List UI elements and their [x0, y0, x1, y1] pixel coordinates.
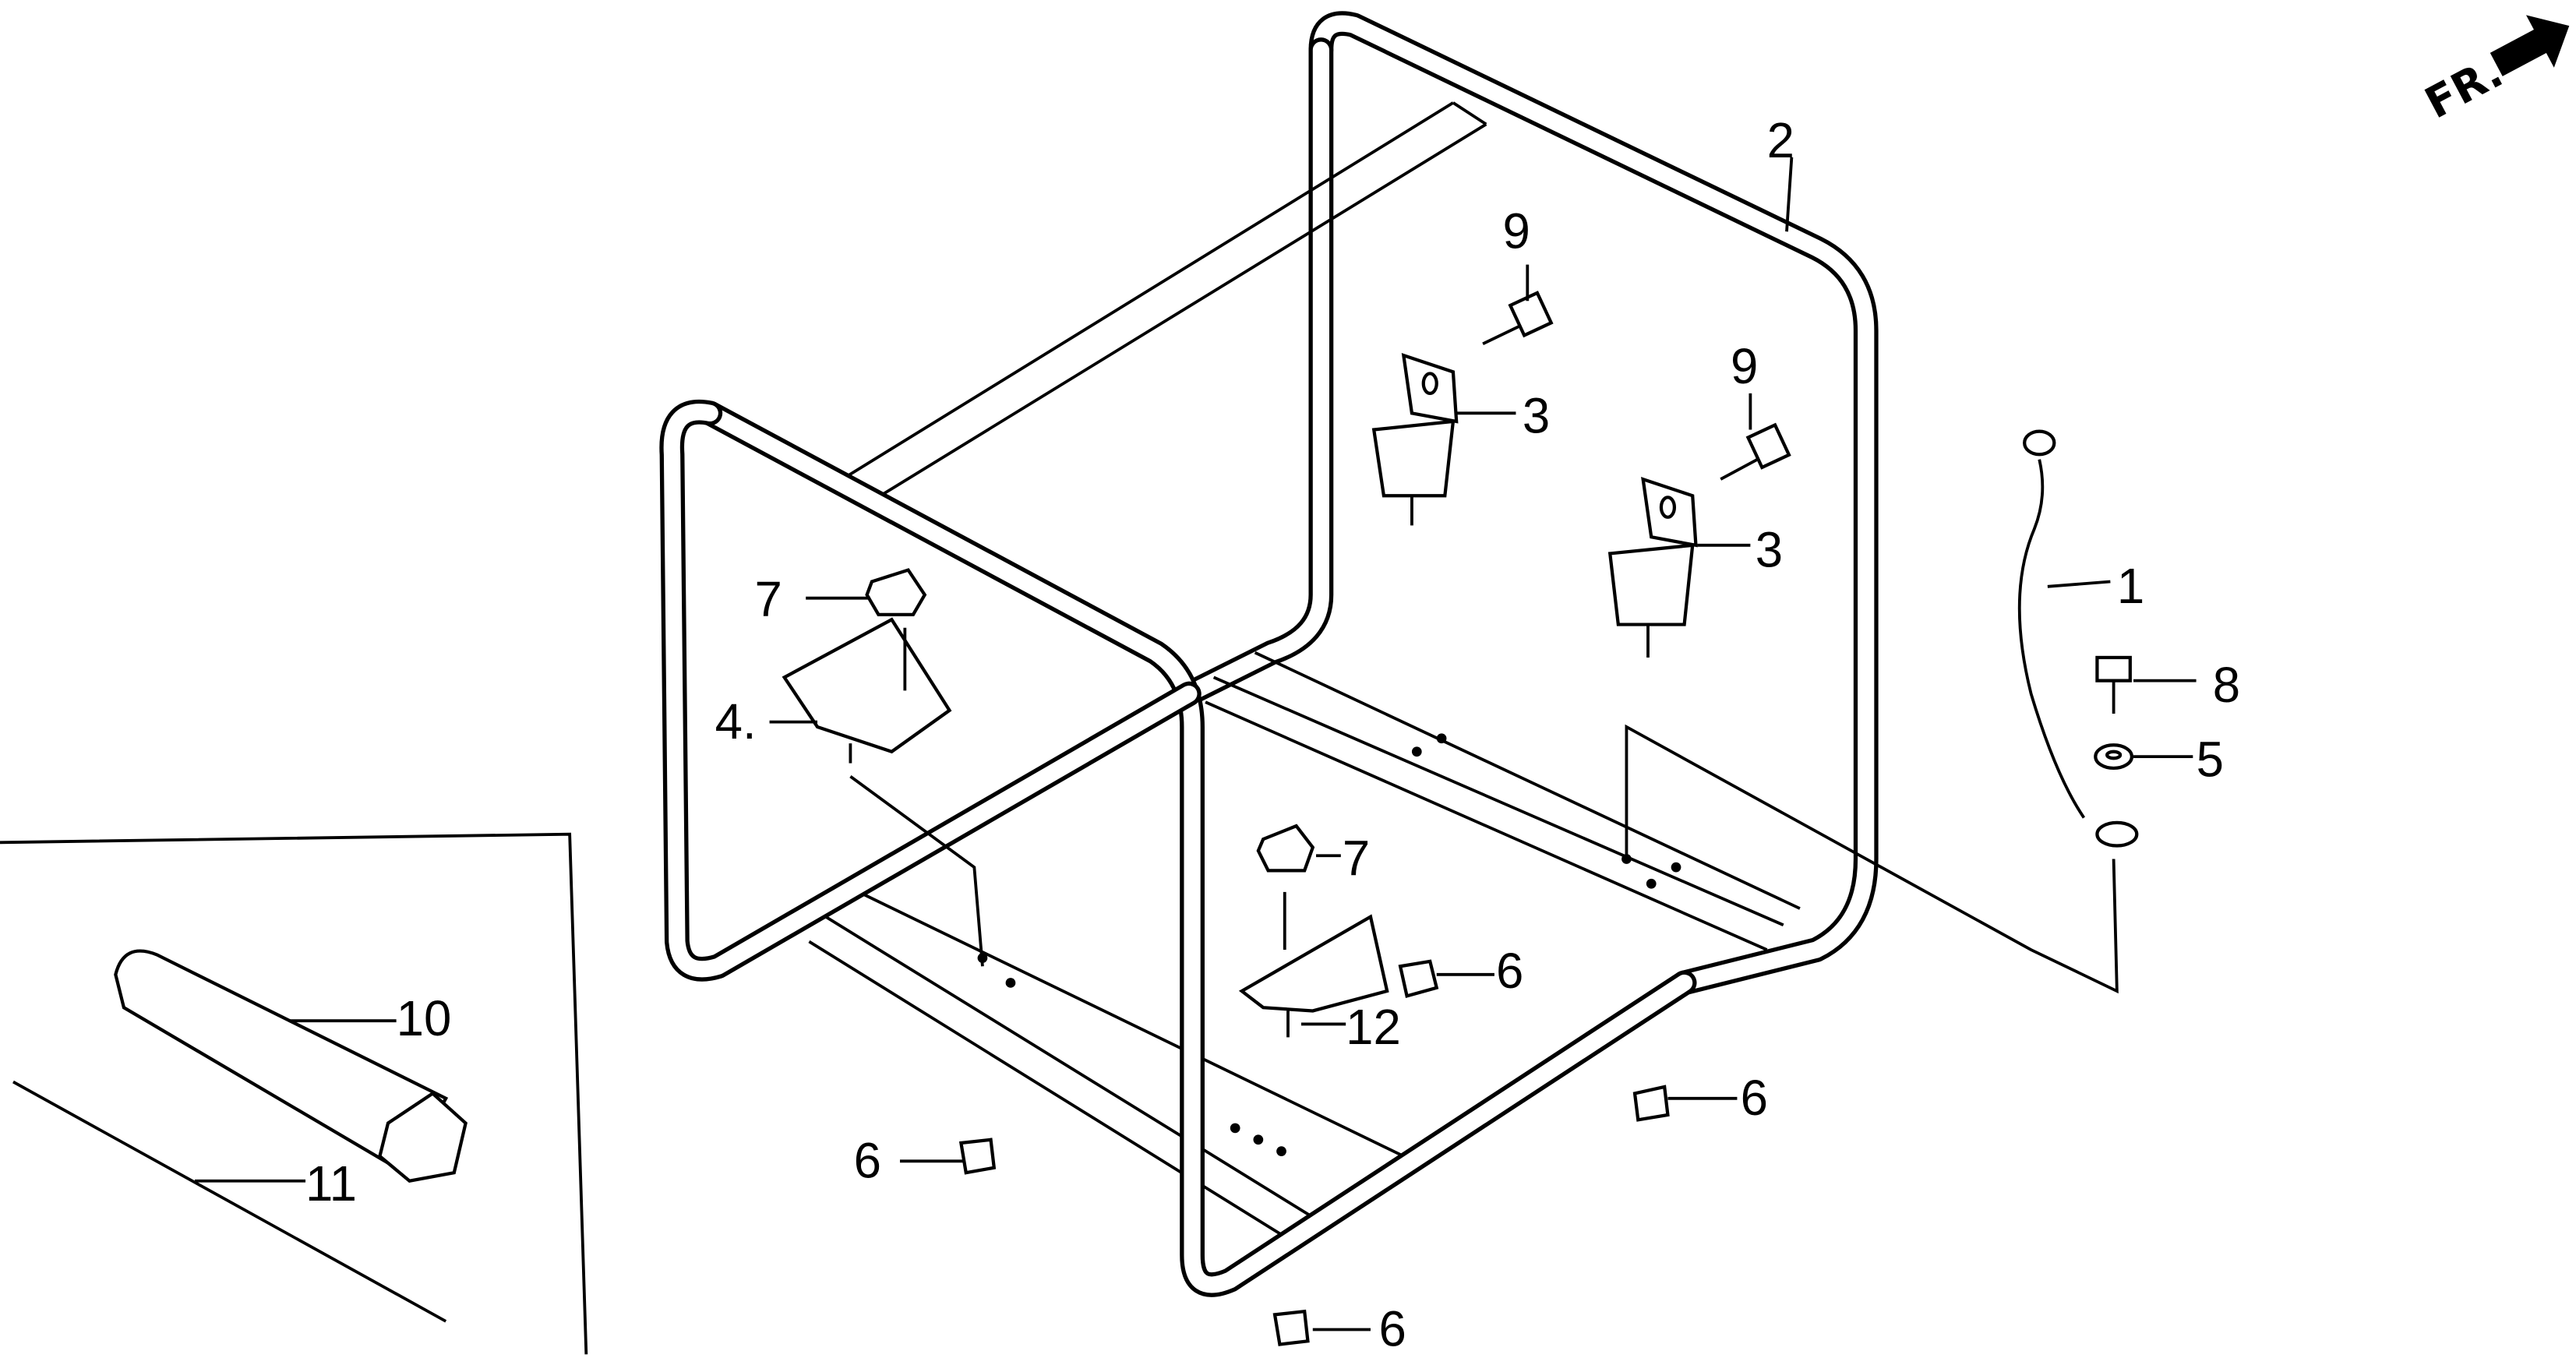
ground-cable-1: [1625, 429, 2139, 994]
mount-rubber-3b: [1607, 476, 1698, 658]
callout-1: 1: [2117, 559, 2144, 614]
front-direction-indicator: FR.: [2417, 15, 2570, 129]
callout-2: 2: [1767, 113, 1794, 168]
callout-7a: 7: [754, 572, 782, 627]
callout-11: 11: [305, 1156, 357, 1212]
callout-10: 10: [397, 991, 452, 1046]
callout-6c: 6: [854, 1134, 881, 1189]
callout-5: 5: [2197, 732, 2224, 788]
callout-6d: 6: [1379, 1302, 1406, 1357]
nut-6b: [1632, 1085, 1670, 1122]
callout-6a: 6: [1496, 944, 1523, 999]
nut-6c: [958, 1138, 997, 1175]
callout-6b: 6: [1741, 1071, 1768, 1126]
nut-6a: [1398, 959, 1439, 999]
frame: [659, 11, 1879, 1297]
callout-9a: 9: [1503, 203, 1530, 259]
callout-8: 8: [2213, 658, 2240, 713]
callout-12: 12: [1346, 1000, 1401, 1055]
callout-4: 4.: [715, 694, 757, 750]
callout-3a: 3: [1523, 389, 1550, 444]
bolt-9a: [1482, 291, 1554, 346]
tool-kit: [0, 832, 588, 1355]
callout-9b: 9: [1731, 339, 1758, 394]
bolt-9b: [1720, 422, 1791, 481]
nut-7b: [1256, 824, 1315, 873]
callout-3b: 3: [1756, 522, 1783, 577]
callout-7b: 7: [1343, 831, 1370, 887]
nut-6d: [1272, 1309, 1310, 1346]
bracket-4: [782, 617, 984, 967]
bracket-12: [1238, 891, 1389, 1038]
arrow-icon: [2490, 15, 2570, 76]
mount-rubber-3a: [1371, 353, 1459, 526]
washer-5: [2094, 743, 2134, 771]
bolt-8: [2095, 655, 2132, 714]
nut-7a: [865, 568, 927, 616]
